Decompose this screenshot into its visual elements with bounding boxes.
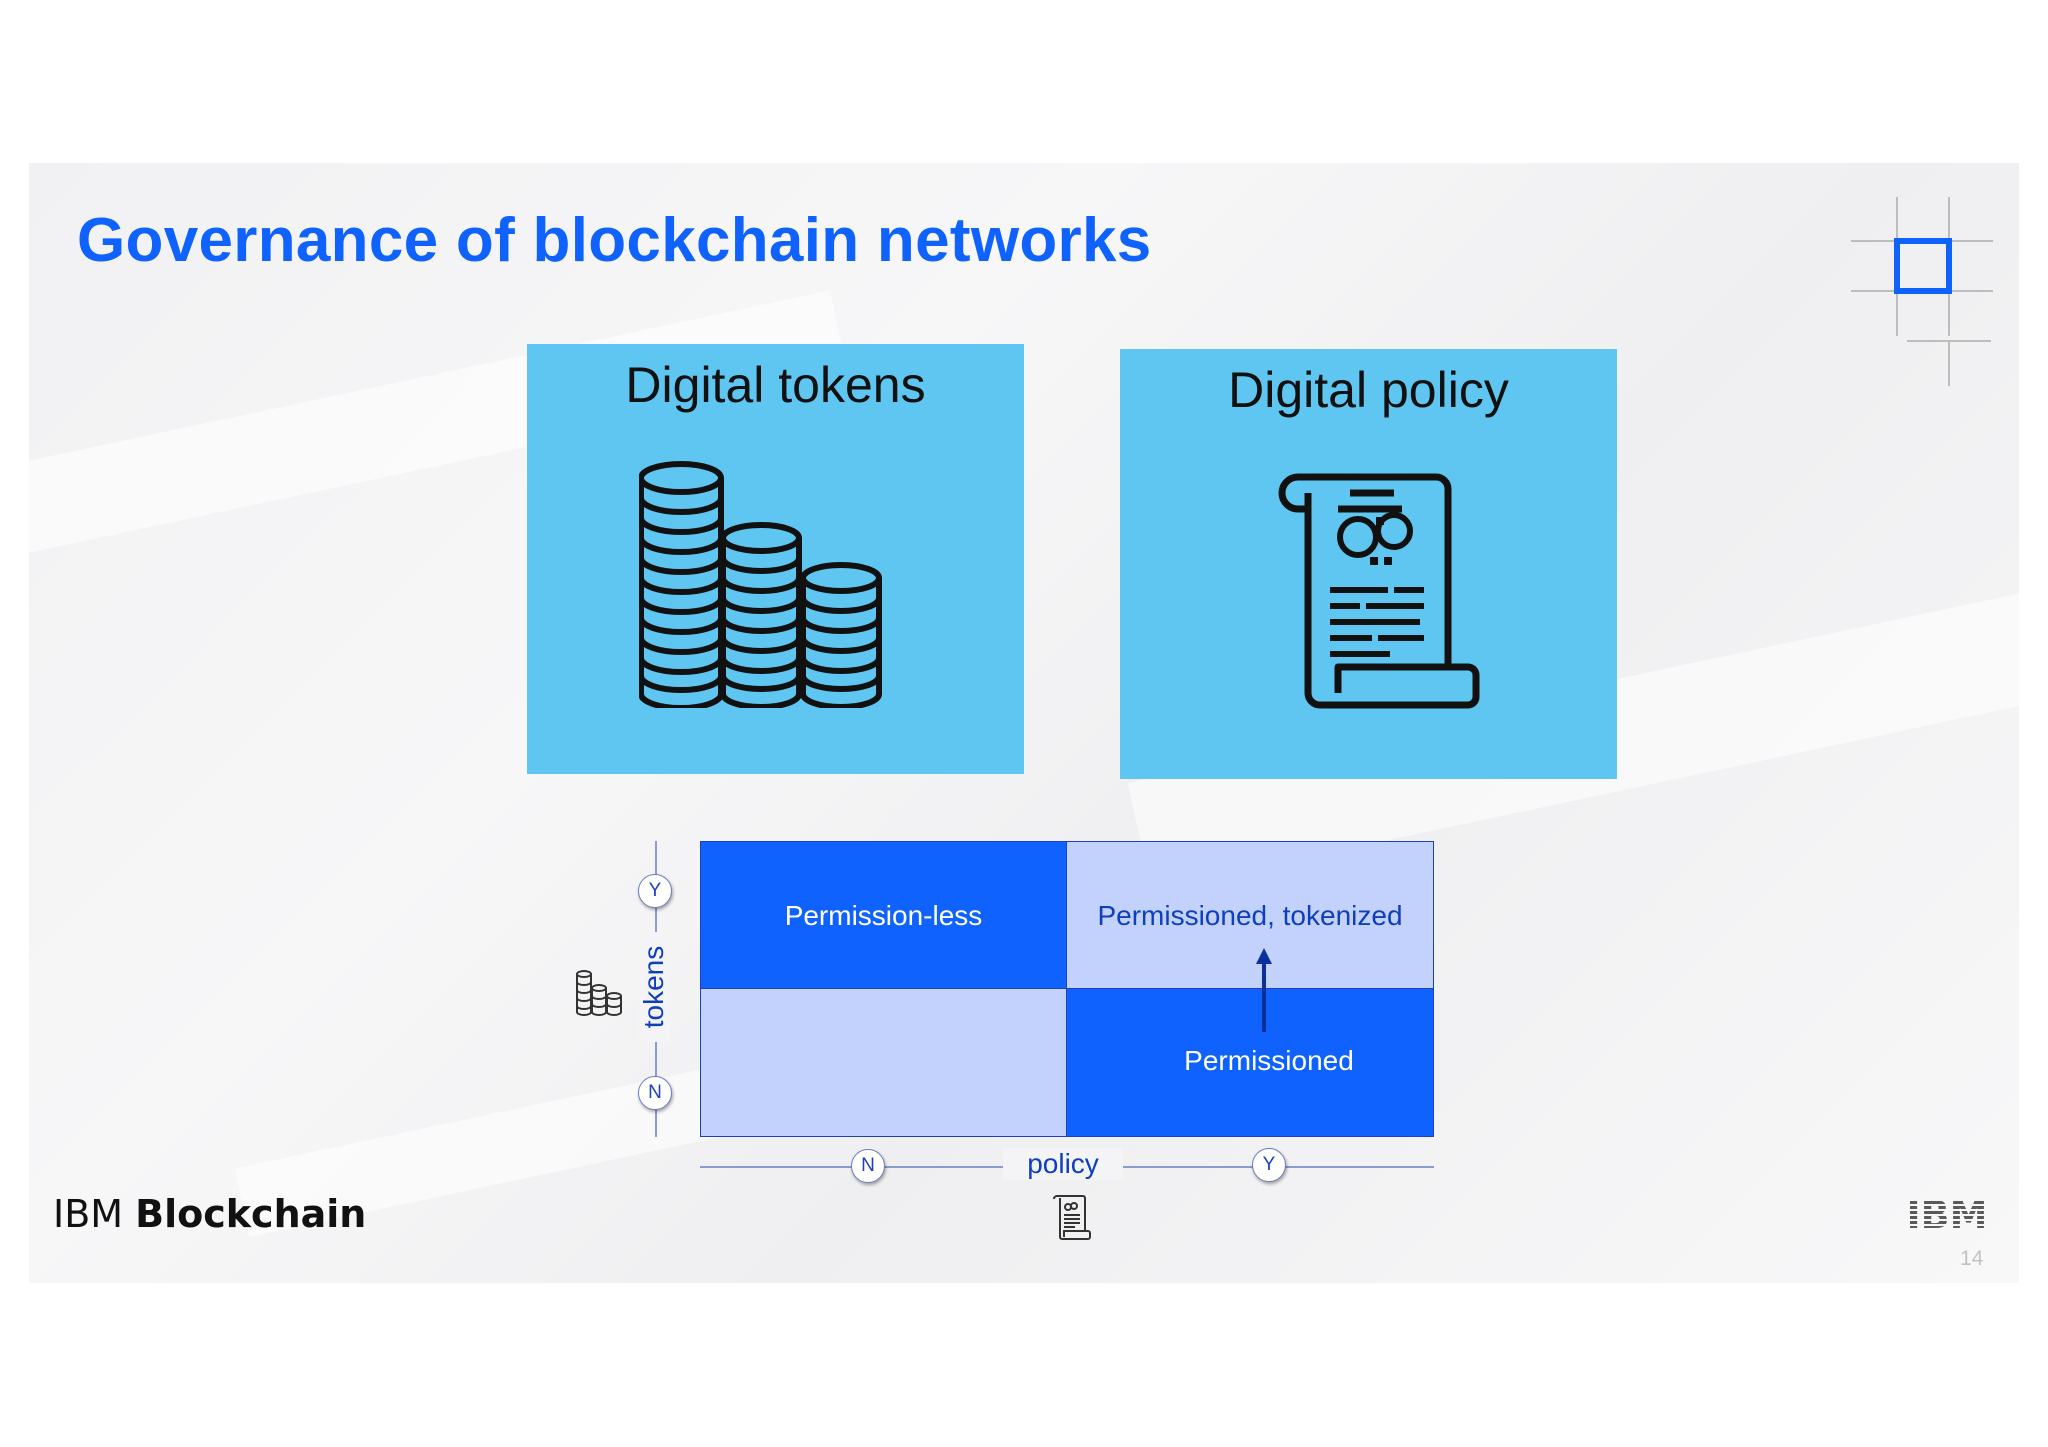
cell-label: Permissioned, tokenized: [1097, 900, 1403, 931]
coins-stack-icon: [639, 461, 882, 708]
page-number: 14: [1960, 1247, 1984, 1270]
brand-prefix: IBM: [53, 1192, 124, 1236]
governance-matrix: Permission-less Permissioned, tokenized …: [700, 841, 1434, 1137]
tokens-mini-icon: [576, 970, 622, 1016]
scroll-document-icon: [1278, 473, 1480, 709]
cell-label: Permissioned: [1184, 1045, 1354, 1076]
digital-tokens-card: Digital tokens: [527, 344, 1024, 774]
slide: Governance of blockchain networks Digita…: [29, 163, 2019, 1283]
y-axis-low-marker: N: [638, 1076, 672, 1110]
x-axis-high-marker: Y: [1252, 1148, 1286, 1182]
card-title: Digital tokens: [625, 357, 926, 413]
brand-wordmark: IBM Blockchain: [53, 1192, 366, 1236]
matrix-cell-bottom-right: Permissioned: [1067, 989, 1433, 1136]
up-arrow-icon: [1256, 948, 1272, 1032]
policy-mini-icon: [1053, 1195, 1091, 1240]
matrix-cell-top-left: Permission-less: [701, 842, 1067, 989]
slide-title: Governance of blockchain networks: [77, 206, 1152, 275]
digital-policy-card: Digital policy: [1120, 349, 1617, 779]
card-title: Digital policy: [1228, 362, 1509, 418]
matrix-cell-top-right: Permissioned, tokenized: [1067, 842, 1433, 989]
x-axis-label: policy: [1003, 1148, 1123, 1180]
matrix-cell-bottom-left: [701, 989, 1067, 1136]
ibm-blockchain-mark-icon: [1851, 197, 1993, 386]
ibm-logo: IBM: [1907, 1196, 1988, 1232]
brand-name: Blockchain: [135, 1192, 367, 1236]
x-axis-low-marker: N: [851, 1149, 885, 1183]
cell-label: Permission-less: [784, 900, 983, 931]
y-axis-label: tokens: [638, 932, 670, 1042]
y-axis-high-marker: Y: [638, 874, 672, 908]
logo-text: IBM: [1907, 1196, 1988, 1232]
